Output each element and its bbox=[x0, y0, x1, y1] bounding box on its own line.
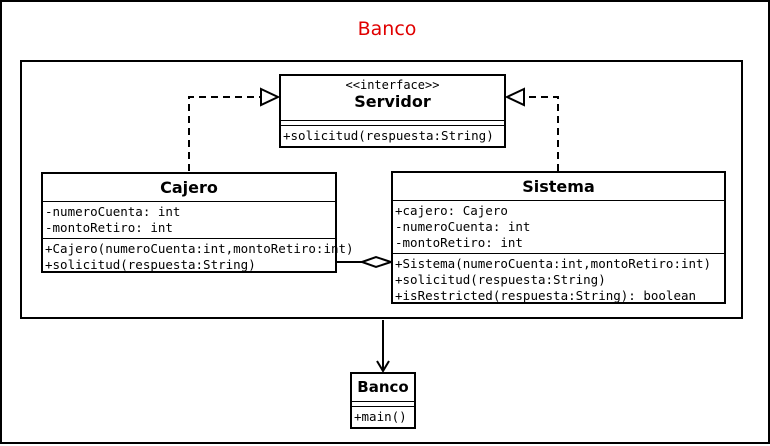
realization-arrowhead-left bbox=[260, 87, 281, 107]
class-header: Cajero bbox=[43, 174, 335, 202]
realization-sistema-servidor bbox=[524, 96, 559, 171]
method-row: +solicitud(respuesta:String) bbox=[45, 257, 256, 272]
method-row: +solicitud(respuesta:String) bbox=[283, 128, 494, 143]
methods-section: +main() bbox=[352, 407, 414, 427]
diagram-title: Banco bbox=[357, 18, 417, 40]
realization-cajero-servidor bbox=[188, 96, 261, 171]
attribute-row: -numeroCuenta: int bbox=[45, 204, 181, 219]
class-name: Cajero bbox=[160, 178, 218, 197]
realization-arrowhead-right bbox=[504, 87, 525, 107]
banco-package-frame bbox=[20, 60, 743, 319]
method-row: +isRestricted(respuesta:String): boolean bbox=[395, 288, 697, 303]
aggregation-diamond bbox=[359, 255, 395, 269]
method-row: +main() bbox=[354, 409, 407, 424]
attributes-section bbox=[281, 121, 504, 126]
attribute-row: -montoRetiro: int bbox=[395, 235, 523, 250]
class-sistema: Sistema +cajero: Cajero -numeroCuenta: i… bbox=[391, 171, 726, 304]
class-banco: Banco +main() bbox=[350, 372, 416, 429]
class-name: Servidor bbox=[354, 92, 431, 111]
method-row: +solicitud(respuesta:String) bbox=[395, 272, 606, 287]
methods-section: +solicitud(respuesta:String) bbox=[281, 126, 504, 146]
dependency-arrowhead bbox=[376, 360, 390, 373]
class-name: Banco bbox=[357, 378, 409, 396]
attribute-row: +cajero: Cajero bbox=[395, 203, 508, 218]
class-header: <<interface>> Servidor bbox=[281, 76, 504, 121]
attribute-row: -montoRetiro: int bbox=[45, 220, 173, 235]
stereotype-label: <<interface>> bbox=[345, 78, 440, 92]
class-cajero: Cajero -numeroCuenta: int -montoRetiro: … bbox=[41, 172, 354, 275]
class-header: Sistema bbox=[393, 173, 724, 201]
class-header: Banco bbox=[352, 374, 414, 402]
attributes-section: +cajero: Cajero -numeroCuenta: int -mont… bbox=[393, 201, 724, 254]
method-row: +Sistema(numeroCuenta:int,montoRetiro:in… bbox=[395, 256, 712, 271]
attributes-section bbox=[352, 402, 414, 407]
attribute-row: -numeroCuenta: int bbox=[395, 219, 531, 234]
methods-section: +Cajero(numeroCuenta:int,montoRetiro:int… bbox=[43, 239, 354, 275]
class-servidor: <<interface>> Servidor +solicitud(respue… bbox=[279, 74, 506, 148]
method-row: +Cajero(numeroCuenta:int,montoRetiro:int… bbox=[45, 241, 354, 256]
methods-section: +Sistema(numeroCuenta:int,montoRetiro:in… bbox=[393, 254, 724, 306]
class-name: Sistema bbox=[522, 177, 595, 196]
attributes-section: -numeroCuenta: int -montoRetiro: int bbox=[43, 202, 335, 239]
